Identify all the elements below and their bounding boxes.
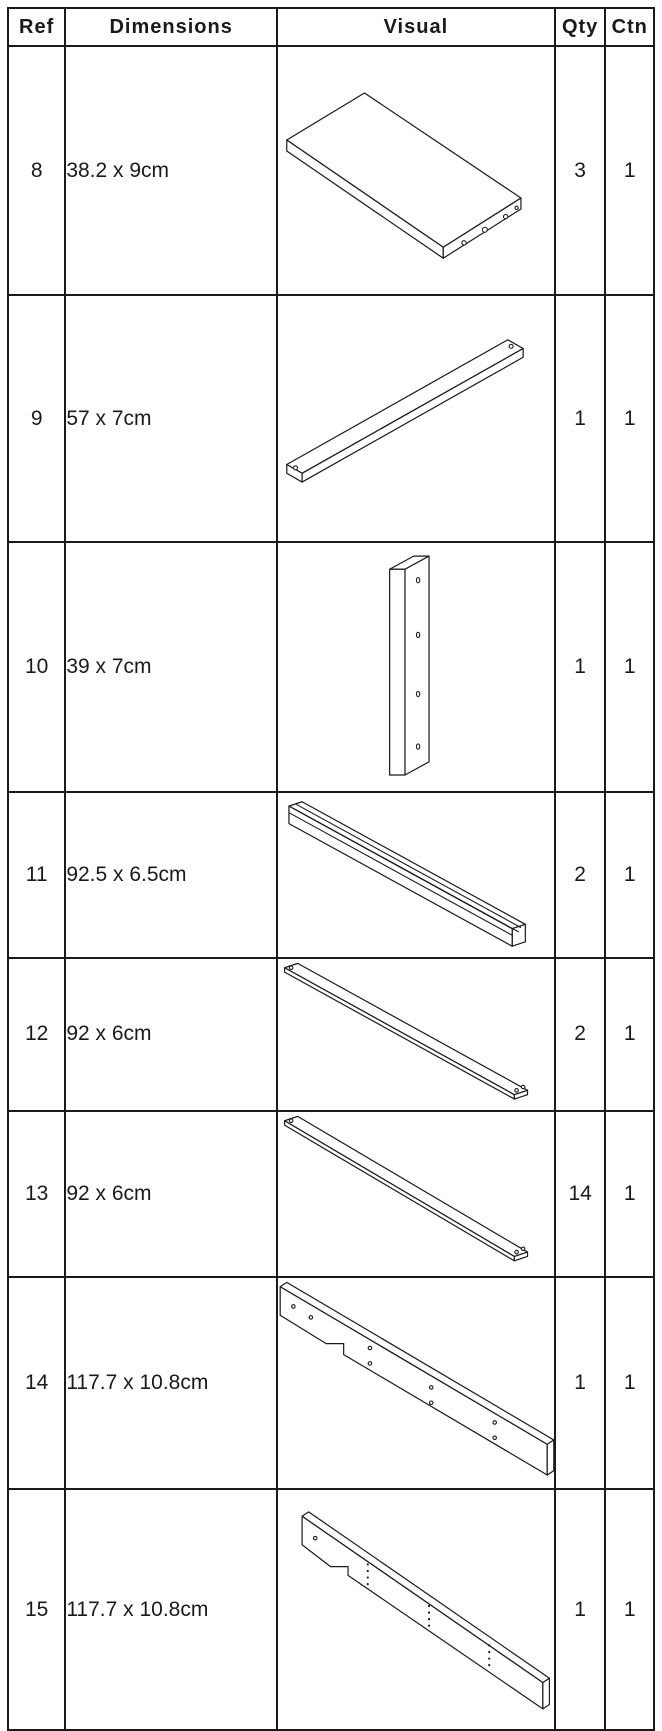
ctn-cell: 1 xyxy=(604,541,655,793)
ctn-cell: 1 xyxy=(604,1488,655,1731)
header-visual: Visual xyxy=(275,7,556,47)
dimensions-cell: 117.7 x 10.8cm xyxy=(64,1488,278,1731)
table-row: 13 92 x 6cm 14 1 xyxy=(6,1109,655,1279)
visual-cell xyxy=(275,1109,556,1279)
table-row: 14 117.7 x 10.8cm 1 1 xyxy=(6,1276,655,1491)
qty-cell: 1 xyxy=(553,1276,607,1491)
header-row: Ref Dimensions Visual Qty Ctn xyxy=(6,7,655,47)
table-row: 10 39 x 7cm 1 1 xyxy=(6,541,655,793)
visual-cell xyxy=(275,294,556,544)
dimensions-cell: 92 x 6cm xyxy=(64,1109,278,1279)
visual-cell xyxy=(275,541,556,793)
table-row: 9 57 x 7cm 1 1 xyxy=(6,294,655,544)
ctn-cell: 1 xyxy=(604,1276,655,1491)
wide-board-icon xyxy=(286,92,522,259)
ref-cell: 12 xyxy=(6,956,67,1112)
side-rail-notched-icon xyxy=(279,1281,554,1476)
flat-slat-icon xyxy=(283,1115,529,1262)
ctn-cell: 1 xyxy=(604,1109,655,1279)
table-row: 11 92.5 x 6.5cm 2 1 xyxy=(6,790,655,959)
qty-cell: 14 xyxy=(553,1109,607,1279)
visual-cell xyxy=(275,956,556,1112)
dimensions-cell: 92.5 x 6.5cm xyxy=(64,790,278,959)
ref-cell: 8 xyxy=(6,44,67,297)
visual-cell xyxy=(275,44,556,297)
dimensions-cell: 39 x 7cm xyxy=(64,541,278,793)
header-ref: Ref xyxy=(6,7,67,47)
qty-cell: 1 xyxy=(553,541,607,793)
visual-cell xyxy=(275,790,556,959)
ref-cell: 13 xyxy=(6,1109,67,1279)
visual-cell xyxy=(275,1488,556,1731)
table-row: 15 117.7 x 10.8cm xyxy=(6,1488,655,1731)
parts-table: Ref Dimensions Visual Qty Ctn 8 38.2 x 9… xyxy=(6,7,655,1731)
qty-cell: 2 xyxy=(553,956,607,1112)
table-row: 8 38.2 x 9cm 3 1 xyxy=(6,44,655,297)
ref-cell: 10 xyxy=(6,541,67,793)
ref-cell: 11 xyxy=(6,790,67,959)
header-dimensions: Dimensions xyxy=(64,7,278,47)
ref-cell: 9 xyxy=(6,294,67,544)
qty-cell: 2 xyxy=(553,790,607,959)
header-qty: Qty xyxy=(553,7,607,47)
dimensions-cell: 57 x 7cm xyxy=(64,294,278,544)
ctn-cell: 1 xyxy=(604,956,655,1112)
qty-cell: 3 xyxy=(553,44,607,297)
header-ctn: Ctn xyxy=(604,7,655,47)
flat-slat-icon xyxy=(283,962,529,1100)
grooved-rail-icon xyxy=(288,800,526,947)
ctn-cell: 1 xyxy=(604,790,655,959)
ref-cell: 14 xyxy=(6,1276,67,1491)
qty-cell: 1 xyxy=(553,1488,607,1731)
vertical-post-icon xyxy=(389,555,430,777)
dimensions-cell: 92 x 6cm xyxy=(64,956,278,1112)
table-row: 12 92 x 6cm 2 1 xyxy=(6,956,655,1112)
dimensions-cell: 38.2 x 9cm xyxy=(64,44,278,297)
dimensions-cell: 117.7 x 10.8cm xyxy=(64,1276,278,1491)
side-rail-dotted-icon xyxy=(301,1511,550,1710)
ref-cell: 15 xyxy=(6,1488,67,1731)
ctn-cell: 1 xyxy=(604,44,655,297)
long-rail-icon xyxy=(286,339,524,483)
qty-cell: 1 xyxy=(553,294,607,544)
ctn-cell: 1 xyxy=(604,294,655,544)
visual-cell xyxy=(275,1276,556,1491)
